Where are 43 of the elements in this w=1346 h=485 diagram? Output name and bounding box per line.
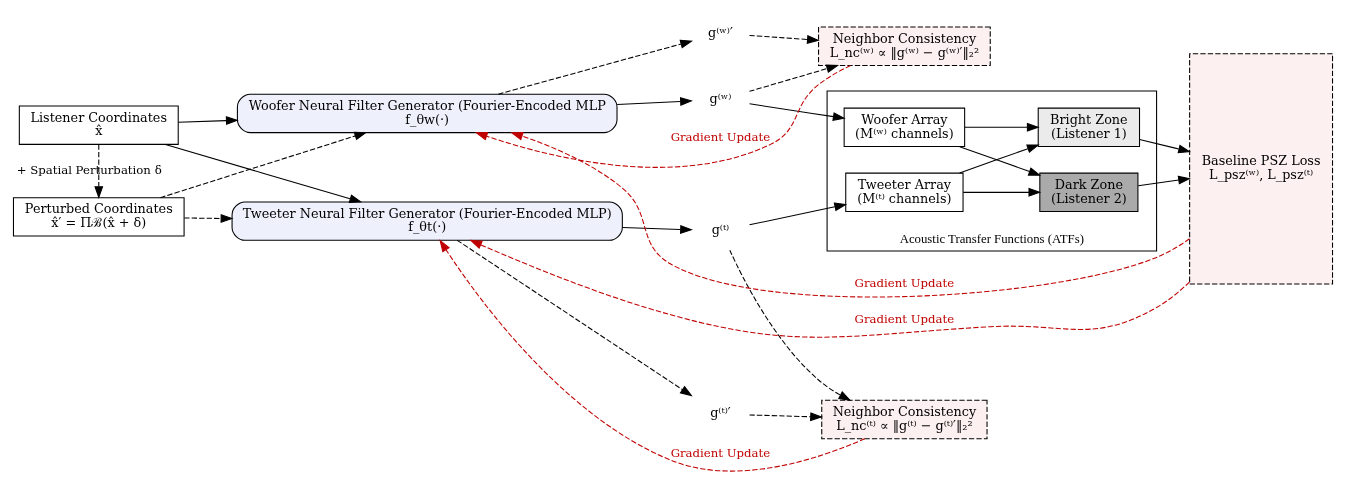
arrow xyxy=(497,39,694,95)
node-box: Tweeter Neural Filter Generator (Fourier-Encoded MLP) f_θt(·) xyxy=(231,200,623,241)
edge-label: Gradient Update xyxy=(854,311,955,326)
arrow xyxy=(729,249,852,401)
node-text: g⁽ʷ⁾ xyxy=(709,90,732,106)
node-box: Neighbor Consistency L_nc⁽ʷ⁾ ∝ ‖g⁽ʷ⁾ − g⁽ʷ⁾′‖₂² xyxy=(818,26,991,66)
node-text: g⁽ᵗ⁾ xyxy=(711,221,730,237)
arrow xyxy=(962,187,1042,197)
arrow xyxy=(510,131,1191,297)
arrow xyxy=(749,201,848,225)
node-text: g⁽ʷ⁾′ xyxy=(708,24,733,40)
arrow xyxy=(749,411,823,421)
node-box: Neighbor Consistency L_nc⁽ᵗ⁾ ∝ ‖g⁽ᵗ⁾ − g⁽ᵗ⁾′‖₂² xyxy=(821,399,988,439)
arrow xyxy=(474,64,851,168)
node-box: Dark Zone (Listener 2) xyxy=(1039,172,1139,212)
node-box: Listener Coordinates x̂ xyxy=(18,104,179,145)
node-text: g⁽ᵗ⁾′ xyxy=(710,404,731,420)
arrow xyxy=(183,213,234,223)
arrow xyxy=(469,239,1191,338)
arrow xyxy=(1137,175,1191,186)
edge-label: Gradient Update xyxy=(854,275,955,290)
arrow xyxy=(439,238,866,471)
edge-label: Gradient Update xyxy=(670,129,771,144)
arrow xyxy=(1139,138,1192,153)
node-box: Bright Zone (Listener 1) xyxy=(1037,107,1141,147)
arrow xyxy=(456,239,693,396)
arrow xyxy=(94,143,104,199)
node-box: Tweeter Array (M⁽ᵗ⁾ channels) xyxy=(845,172,964,212)
edge-label: Gradient Update xyxy=(670,445,771,460)
edge-label: + Spatial Perturbation δ xyxy=(16,162,162,177)
arrow xyxy=(749,34,820,44)
node-box: Baseline PSZ Loss L_psz⁽ʷ⁾, L_psz⁽ᵗ⁾ xyxy=(1189,52,1334,285)
arrow xyxy=(621,224,693,234)
arrow xyxy=(964,122,1040,132)
node-box: Woofer Neural Filter Generator (Fourier-Encoded MLP f_θw(·) xyxy=(236,93,618,133)
node-box: Woofer Array (M⁽ʷ⁾ channels) xyxy=(843,107,966,147)
arrow xyxy=(164,143,363,203)
arrow xyxy=(749,102,846,121)
arrow xyxy=(749,63,840,92)
arrow xyxy=(616,96,693,106)
arrow xyxy=(177,115,239,125)
node-box: Perturbed Coordinates x̂′ = Πℬ(x̂ + δ) xyxy=(12,196,185,237)
arrow xyxy=(159,131,368,198)
